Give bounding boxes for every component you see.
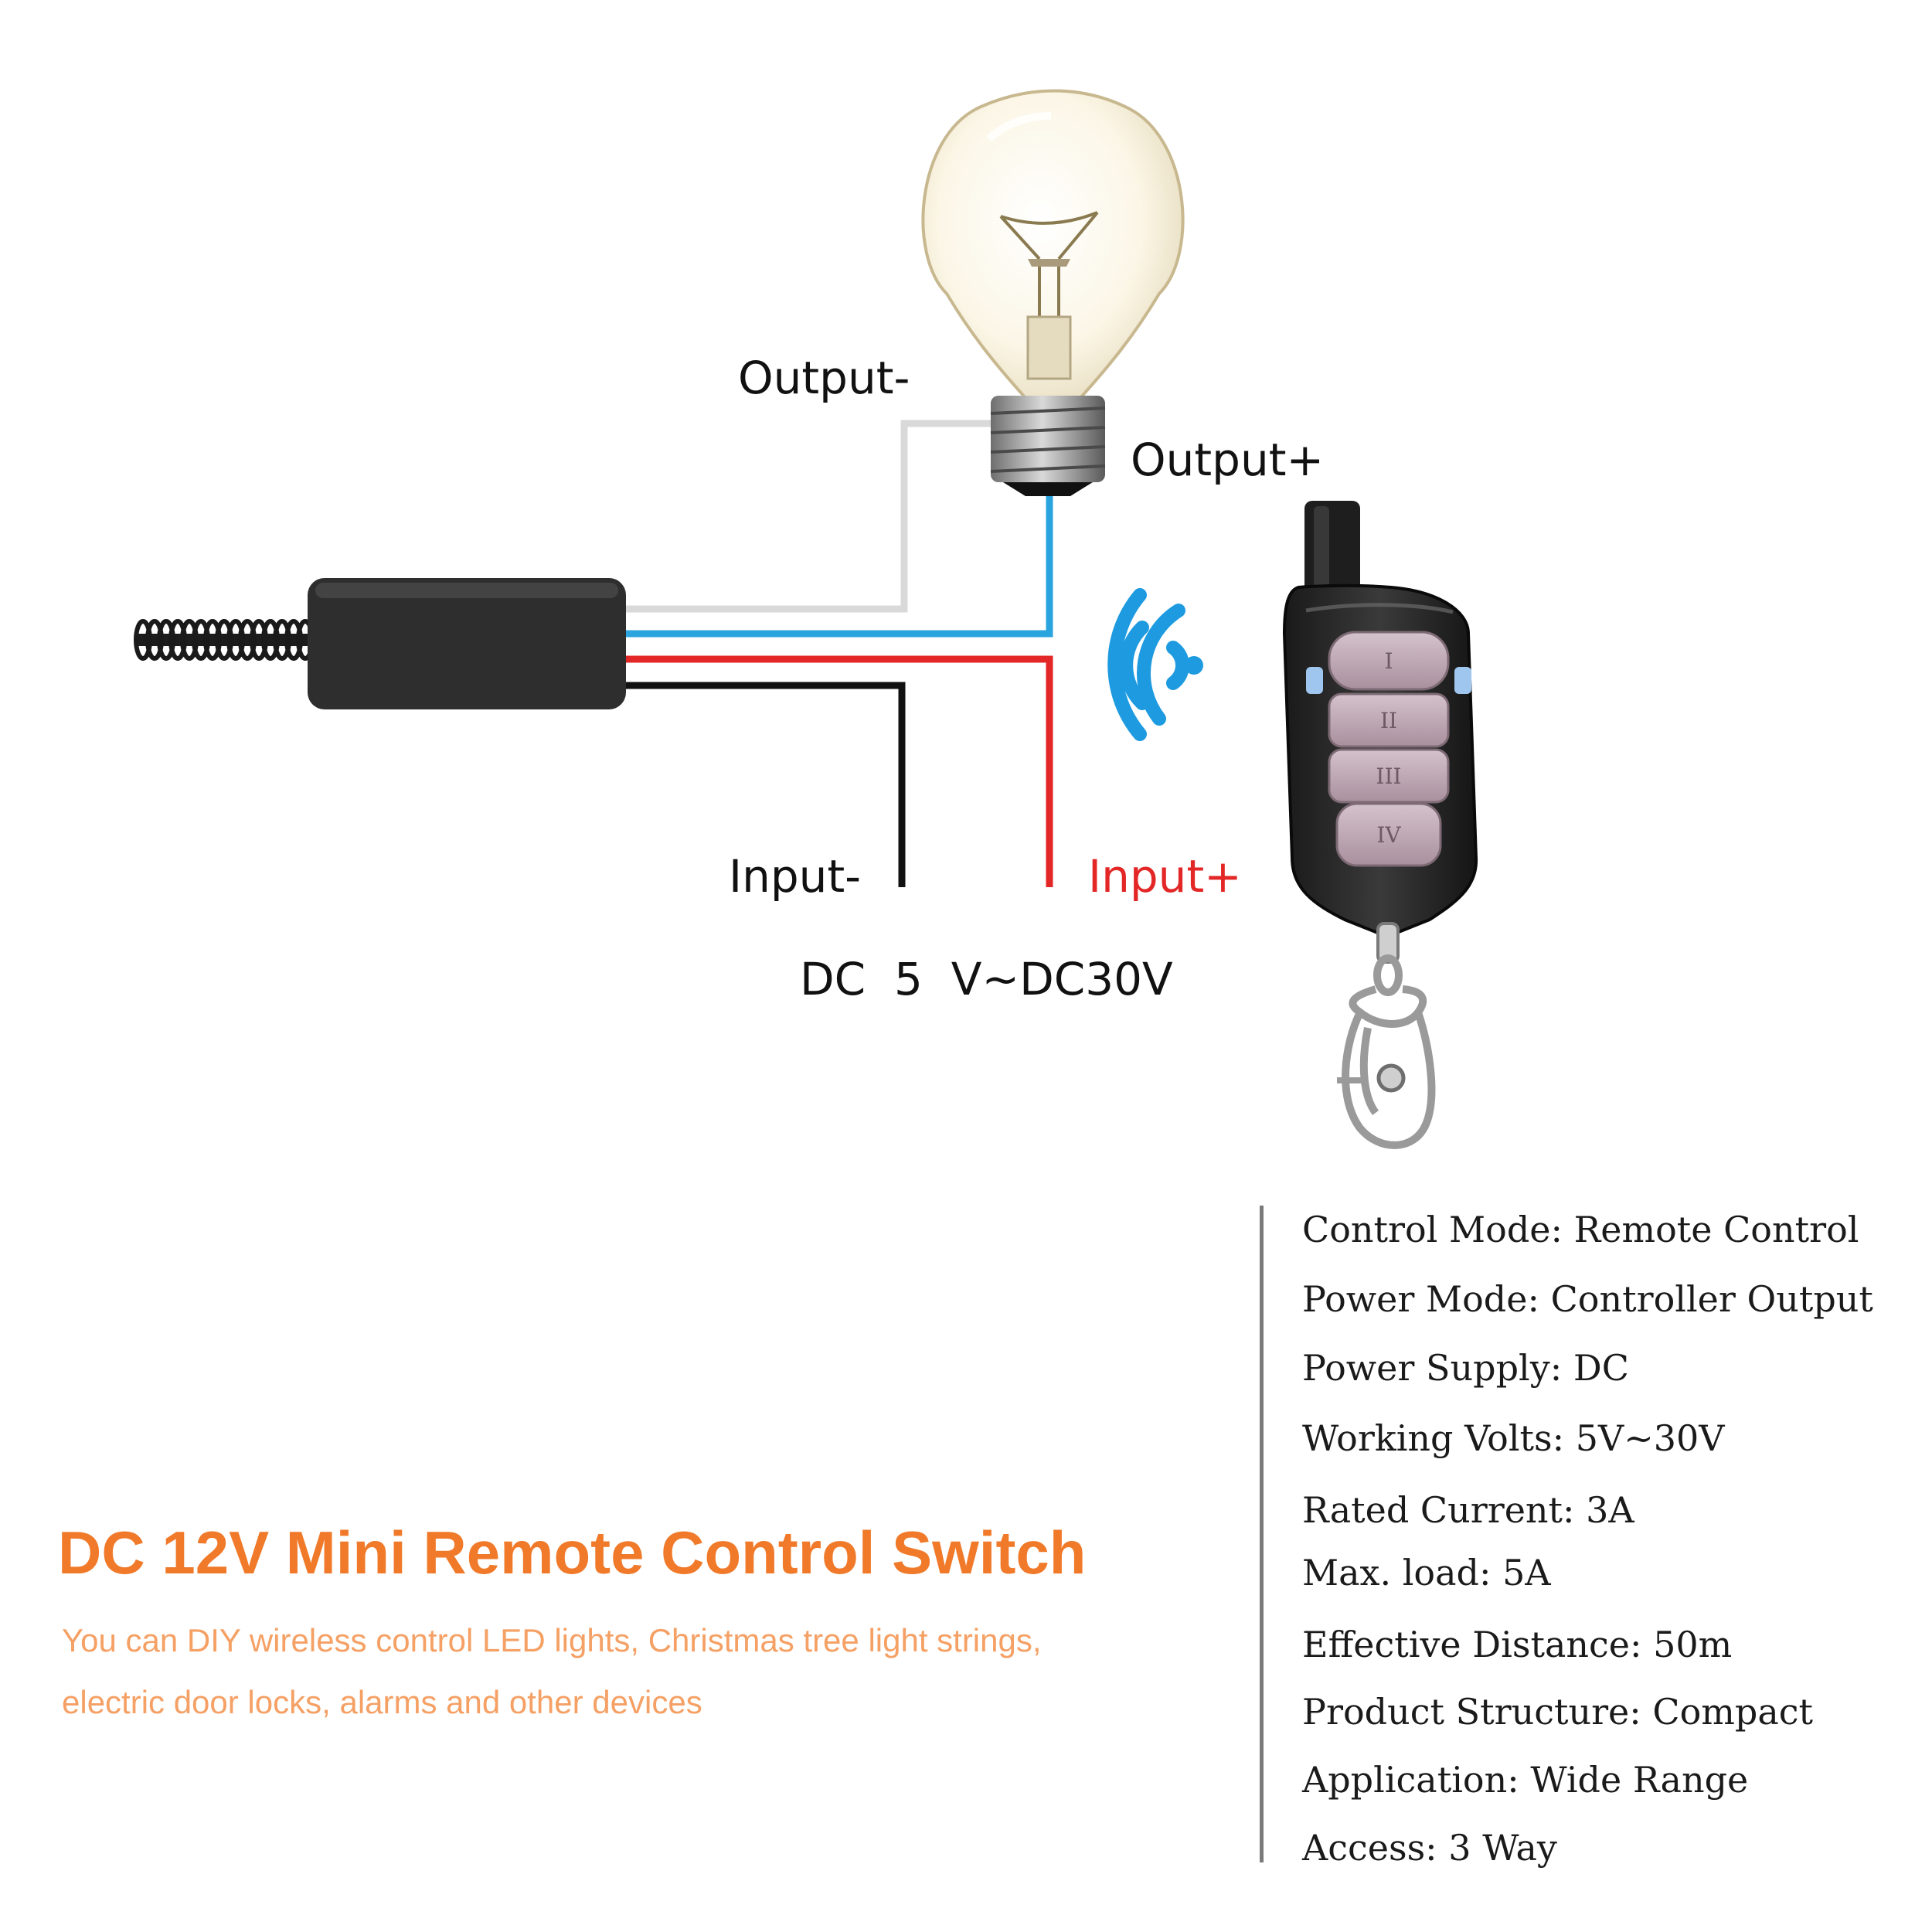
spec-power-supply: Power Supply: DC: [1302, 1347, 1629, 1389]
spec-access: Access: 3 Way: [1302, 1827, 1557, 1869]
product-subtitle-line-1: You can DIY wireless control LED lights,…: [62, 1622, 1042, 1658]
remote-button-1[interactable]: I: [1328, 631, 1450, 691]
spec-max-load: Max. load: 5A: [1302, 1552, 1551, 1594]
spec-effective-distance: Effective Distance: 50m: [1302, 1624, 1733, 1665]
remote-button-2[interactable]: II: [1328, 692, 1450, 748]
spec-divider: [1260, 1206, 1264, 1862]
product-title: DC 12V Mini Remote Control Switch: [58, 1519, 1087, 1587]
wire-white: [624, 420, 993, 613]
antenna-coil-icon: [134, 619, 315, 661]
remote-button-4[interactable]: IV: [1335, 802, 1442, 867]
remote-button-label: IV: [1376, 822, 1401, 848]
remote-button-label: I: [1384, 648, 1393, 674]
spec-working-volts: Working Volts: 5V~30V: [1302, 1417, 1725, 1459]
label-input-minus: Input-: [729, 850, 862, 903]
spec-product-structure: Product Structure: Compact: [1302, 1691, 1814, 1733]
label-voltage-range: DC 5 V~DC30V: [800, 953, 1173, 1005]
receiver-module-icon: [308, 578, 626, 709]
keyring-clip-icon: [1337, 922, 1436, 1149]
spec-application: Application: Wide Range: [1302, 1759, 1749, 1801]
label-output-minus: Output-: [738, 352, 910, 404]
remote-button-3[interactable]: III: [1328, 748, 1450, 804]
spec-control-mode: Control Mode: Remote Control: [1302, 1209, 1859, 1250]
wire-black: [624, 682, 906, 887]
remote-button-label: II: [1380, 708, 1397, 733]
product-subtitle-line-2: electric door locks, alarms and other de…: [62, 1684, 702, 1720]
spec-rated-current: Rated Current: 3A: [1302, 1489, 1634, 1531]
wireless-signal-icon: [1107, 588, 1203, 741]
label-output-plus: Output+: [1131, 434, 1325, 486]
light-bulb-icon: [921, 89, 1185, 496]
spec-power-mode: Power Mode: Controller Output: [1302, 1278, 1873, 1320]
antenna-coil-turns: [134, 619, 315, 661]
wire-red: [624, 655, 1053, 887]
wire-blue: [624, 495, 1053, 638]
label-input-plus: Input+: [1088, 850, 1242, 903]
remote-button-label: III: [1376, 764, 1401, 789]
